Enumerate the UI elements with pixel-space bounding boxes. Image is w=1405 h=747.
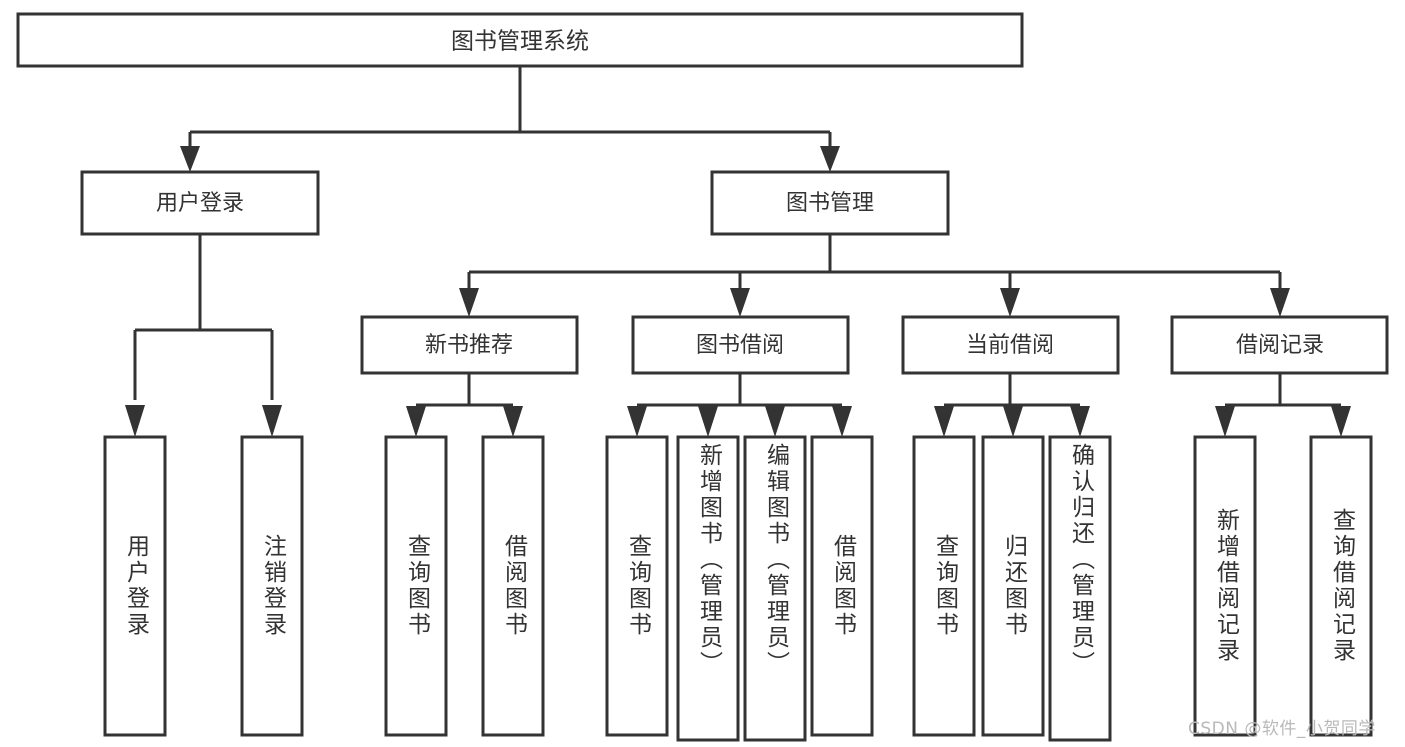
arrow-root-to-user-login [180,146,200,172]
node-book-manage[interactable]: 图书管理 [710,170,950,236]
arrow-bm-to-borrow-record [1270,288,1290,317]
node-new-book-recommend-box[interactable] [360,315,579,375]
arrow-br-leaf-2 [1331,406,1351,437]
leaf-box-borrow-record-2[interactable] [1309,435,1373,737]
node-current-borrow-label: 当前借阅 [966,333,1054,358]
node-new-book-recommend-label: 新书推荐 [425,333,513,358]
node-root-box[interactable] [16,12,1024,68]
leaf-box-current-borrow-1[interactable] [912,435,976,737]
node-current-borrow-box[interactable] [901,315,1120,375]
node-book-manage-label: 图书管理 [786,191,874,216]
arrow-bb-leaf-2 [698,406,718,437]
arrow-bm-to-current-borrow [1000,288,1020,317]
node-borrow-record-label: 借阅记录 [1236,333,1324,358]
node-root[interactable]: 图书管理系统 [16,12,1024,68]
leaf-box-current-borrow-2[interactable] [981,435,1045,737]
node-root-label: 图书管理系统 [451,29,589,55]
leaf-box-book-borrow-4[interactable] [810,435,874,737]
leaf-box-book-borrow-3[interactable] [743,435,807,742]
leaf-box-borrow-record-1[interactable] [1193,435,1257,737]
arrow-root-to-book-manage [820,146,840,172]
arrow-bb-leaf-4 [832,406,852,437]
arrow-nbr-leaf-2 [503,406,523,437]
arrow-cb-leaf-1 [934,406,954,437]
leaf-box-book-borrow-1[interactable] [605,435,669,737]
node-user-login-label: 用户登录 [156,191,244,216]
arrow-bb-leaf-3 [765,406,785,437]
node-book-manage-box[interactable] [710,170,950,236]
leaf-box-user-login-1[interactable] [103,435,167,737]
arrow-bb-leaf-1 [627,406,647,437]
arrow-bm-to-book-borrow [730,288,750,317]
node-user-login[interactable]: 用户登录 [80,170,320,236]
arrow-bm-to-new-book [459,288,479,317]
leaf-box-book-borrow-2[interactable] [676,435,740,742]
leaf-box-current-borrow-3[interactable] [1048,435,1112,742]
node-new-book-recommend[interactable]: 新书推荐 [360,315,579,375]
arrow-cb-leaf-2 [1003,406,1023,437]
node-borrow-record-box[interactable] [1170,315,1389,375]
arrow-br-leaf-1 [1215,406,1235,437]
arrow-user-login-leaf-1 [125,405,145,437]
node-borrow-record[interactable]: 借阅记录 [1170,315,1389,375]
arrow-cb-leaf-3 [1070,406,1090,437]
node-book-borrow[interactable]: 图书借阅 [631,315,850,375]
leaf-box-user-login-2[interactable] [240,435,304,737]
node-book-borrow-box[interactable] [631,315,850,375]
leaf-box-new-book-2[interactable] [481,435,545,737]
arrow-nbr-leaf-1 [406,406,426,437]
watermark-text: CSDN @软件_小贺同学 [1188,719,1376,739]
leaf-box-new-book-1[interactable] [384,435,448,737]
arrow-user-login-leaf-2 [262,405,282,437]
node-book-borrow-label: 图书借阅 [696,333,784,358]
node-current-borrow[interactable]: 当前借阅 [901,315,1120,375]
